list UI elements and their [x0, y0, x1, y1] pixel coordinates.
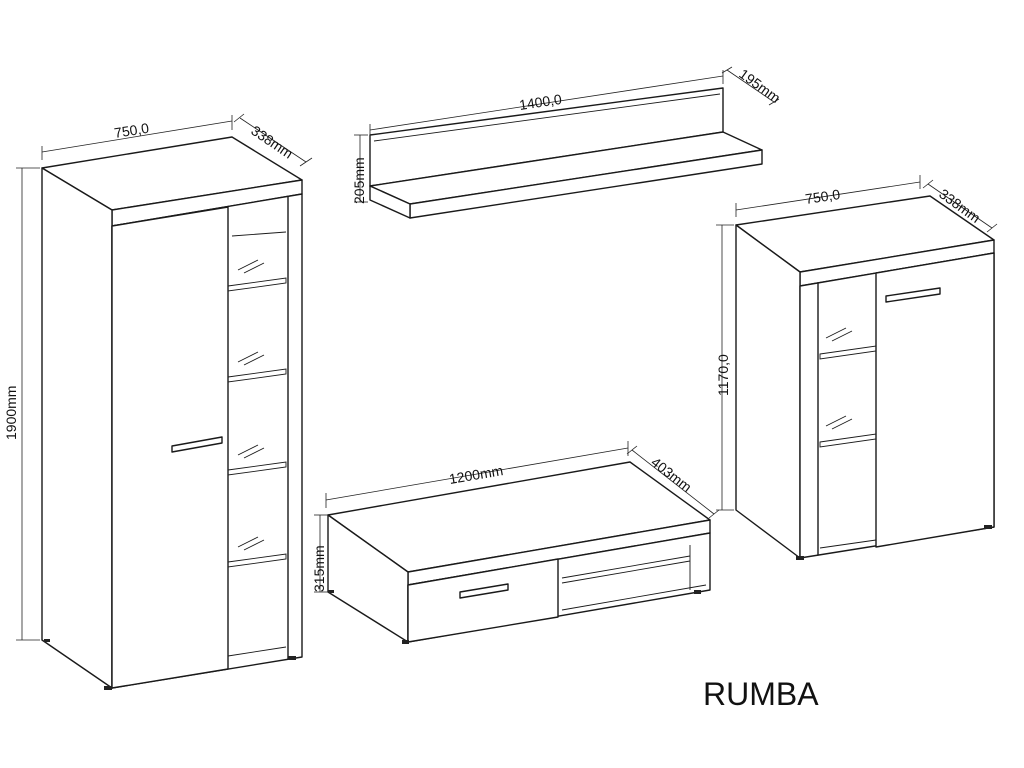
shelf-2 [227, 368, 287, 383]
tall-cabinet-door [111, 206, 229, 689]
wall-shelf-width-label: 1400,0 [518, 91, 563, 113]
tv-unit-foot-front [402, 640, 409, 644]
tall-cabinet-side [41, 167, 113, 689]
tall-cabinet-handle [171, 436, 223, 453]
wall-shelf-depth-label: 195mm [736, 65, 783, 105]
product-title: RUMBA [703, 676, 819, 712]
small-cabinet-height-label: 1170,0 [715, 354, 731, 396]
tv-unit-drawer [407, 558, 559, 643]
small-cabinet-width-label: 750,0 [804, 186, 841, 207]
tv-unit-height-label: 315mm [311, 545, 327, 592]
shelf-1 [227, 277, 287, 292]
small-cabinet-foot-right [984, 525, 992, 529]
wall-shelf [369, 87, 763, 219]
tv-unit-drawer-handle [459, 583, 509, 599]
shelf-3 [227, 461, 287, 476]
small-cabinet-side [735, 224, 801, 559]
tall-cabinet-height-label: 1900mm [3, 386, 19, 440]
tv-unit-width-label: 1200mm [448, 462, 504, 487]
small-shelf-1 [819, 345, 877, 360]
small-cabinet [735, 195, 995, 560]
tall-cabinet-foot-right [288, 656, 296, 660]
tv-unit-foot-right [694, 590, 701, 594]
tall-cabinet [41, 136, 303, 690]
small-cabinet-door [875, 252, 995, 548]
tv-unit [327, 461, 711, 644]
shelf-4 [227, 553, 287, 568]
tall-cabinet-width-label: 750,0 [113, 120, 150, 141]
small-cabinet-handle [885, 287, 941, 303]
wall-shelf-side [369, 185, 411, 219]
small-cabinet-foot-front [796, 556, 804, 560]
small-shelf-2 [819, 433, 877, 448]
tall-cabinet-foot-left [104, 686, 112, 690]
wall-shelf-height-label: 205mm [351, 157, 367, 204]
